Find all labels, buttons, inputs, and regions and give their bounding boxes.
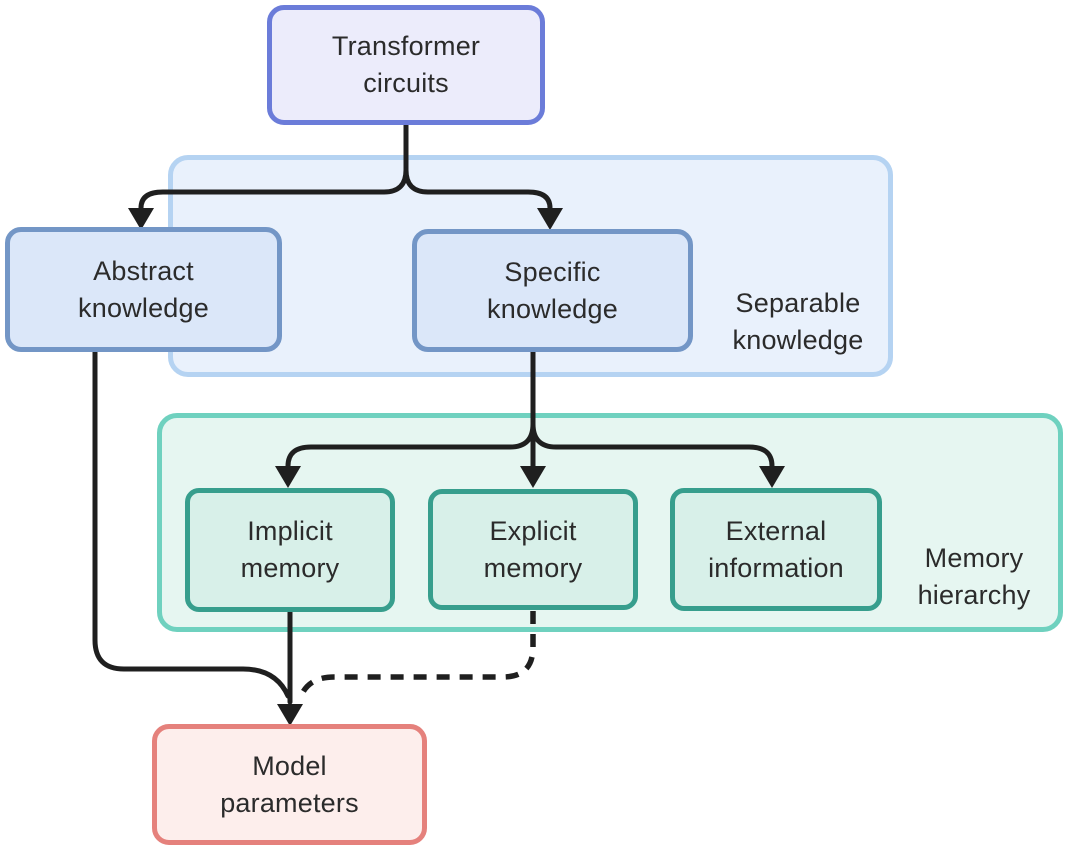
node-specific-knowledge: Specific knowledge bbox=[412, 229, 693, 352]
arrowhead-to-implicit bbox=[275, 466, 301, 488]
separable-knowledge-label-text: Separable knowledge bbox=[732, 288, 864, 355]
node-external-information: External information bbox=[670, 488, 882, 611]
transformer-circuits-label: Transformer circuits bbox=[331, 31, 481, 98]
specific-knowledge-label: Specific knowledge bbox=[487, 256, 618, 324]
edge-explicit-to-model-dashed bbox=[298, 611, 536, 698]
node-implicit-memory: Implicit memory bbox=[185, 488, 395, 612]
node-transformer-circuits: Transformer circuits bbox=[267, 5, 545, 125]
implicit-memory-label: Implicit memory bbox=[240, 516, 340, 583]
node-abstract-knowledge: Abstract knowledge bbox=[5, 227, 282, 352]
arrowhead-to-model bbox=[277, 704, 303, 726]
arrowhead-to-external bbox=[759, 466, 785, 488]
external-information-label: External information bbox=[708, 515, 844, 583]
memory-hierarchy-label-text: Memory hierarchy bbox=[917, 543, 1031, 610]
abstract-knowledge-label: Abstract knowledge bbox=[78, 255, 209, 323]
group-label-memory-hierarchy: Memory hierarchy bbox=[874, 539, 1074, 615]
explicit-memory-label: Explicit memory bbox=[483, 515, 583, 583]
arrowhead-to-abstract bbox=[128, 208, 154, 230]
arrowhead-to-explicit bbox=[520, 466, 546, 488]
edge-transformer-to-abstract bbox=[138, 167, 409, 211]
node-explicit-memory: Explicit memory bbox=[428, 489, 638, 610]
edge-specific-to-implicit bbox=[285, 421, 536, 469]
node-model-parameters: Model parameters bbox=[152, 724, 427, 845]
edge-abstract-to-model bbox=[92, 349, 291, 699]
edge-transformer-to-specific bbox=[403, 167, 553, 211]
group-label-separable-knowledge: Separable knowledge bbox=[698, 284, 898, 360]
edge-specific-to-external bbox=[530, 421, 775, 469]
arrowhead-to-specific bbox=[537, 208, 563, 230]
model-parameters-label: Model parameters bbox=[220, 750, 359, 818]
